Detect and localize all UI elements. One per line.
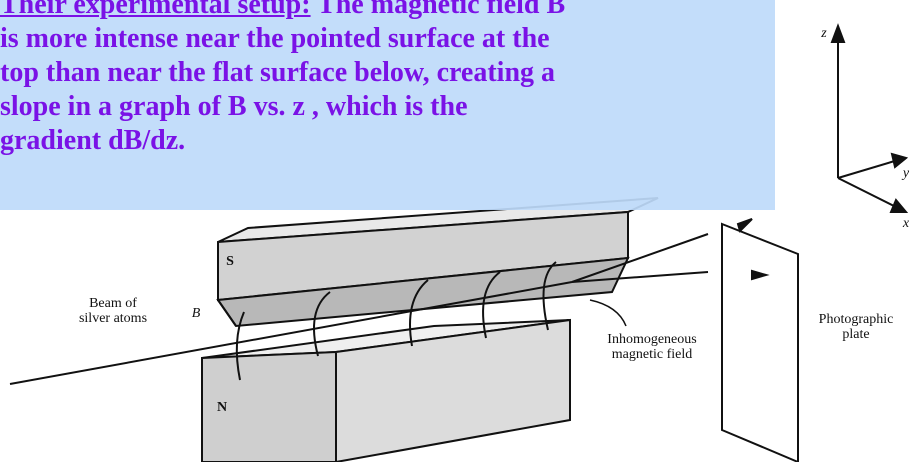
caption-text: Their experimental setup: The magnetic f… <box>0 0 770 158</box>
caption-line-5: gradient dB/dz. <box>0 125 186 156</box>
photographic-plate <box>721 222 799 462</box>
coordinate-axes <box>830 23 909 213</box>
caption-line-2: is more intense near the pointed surface… <box>0 23 550 54</box>
photographic-plate-label: Photographic plate <box>800 312 912 342</box>
caption-line-3: top than near the flat surface below, cr… <box>0 57 556 88</box>
axis-y-label: y <box>902 166 910 181</box>
b-field-label: B <box>191 306 201 321</box>
caption-title: Their experimental setup: <box>0 0 311 20</box>
inhomogeneous-field-label-line2: magnetic field <box>611 347 693 362</box>
inhomogeneous-field-label: Inhomogeneous magnetic field <box>592 332 712 362</box>
axis-z-label: z <box>821 26 827 41</box>
north-pole-magnet <box>201 318 571 462</box>
caption-line-1-text: The magnetic field B <box>317 0 566 20</box>
south-pole-label: S <box>226 254 234 269</box>
photographic-plate-label-line2: plate <box>842 327 870 342</box>
inhomogeneous-field-label-line1: Inhomogeneous <box>607 332 697 347</box>
caption-line-1: Their experimental setup: The magnetic f… <box>0 0 770 22</box>
north-pole-label: N <box>216 400 228 415</box>
beam-label-line2: silver atoms <box>78 311 148 326</box>
atom-beam <box>9 233 709 385</box>
deflection-arrows <box>736 218 770 281</box>
axis-x-label: x <box>902 216 910 231</box>
beam-label: Beam of silver atoms <box>58 296 168 326</box>
field-label-pointer <box>589 299 627 327</box>
caption-line-4: slope in a graph of B vs. z , which is t… <box>0 91 468 122</box>
photographic-plate-label-line1: Photographic <box>818 312 894 327</box>
caption-box: Their experimental setup: The magnetic f… <box>0 0 775 210</box>
beam-label-line1: Beam of <box>89 296 137 311</box>
